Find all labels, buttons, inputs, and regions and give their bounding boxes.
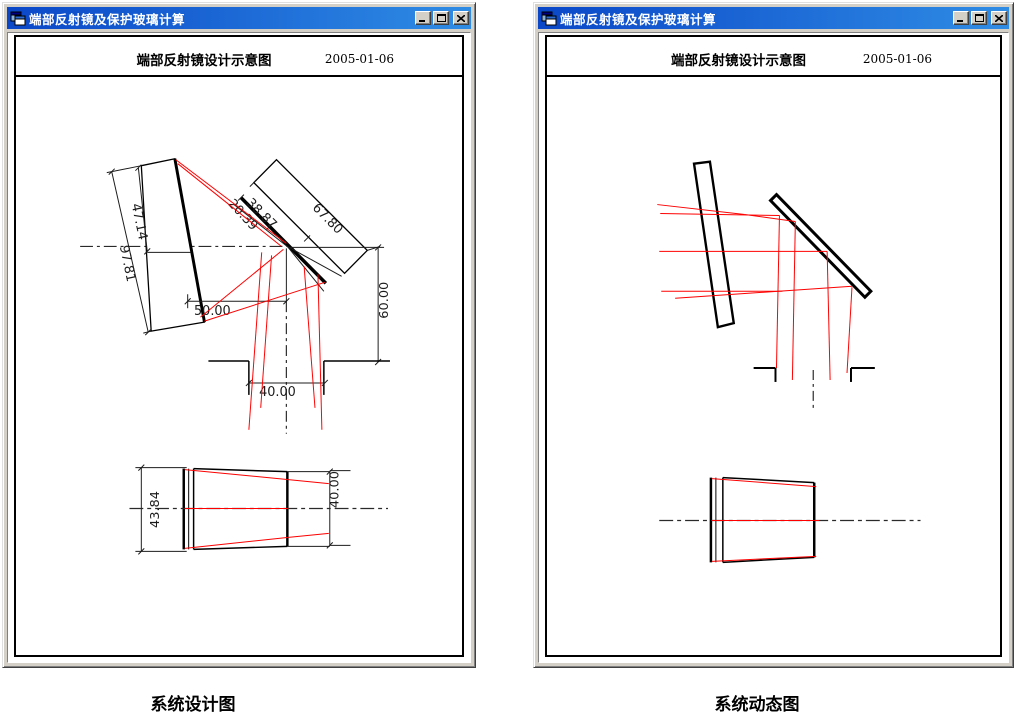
- maximize-button[interactable]: [433, 11, 449, 25]
- caption-system-dynamic: 系统动态图: [714, 695, 800, 715]
- drawing-date: 2005-01-06: [862, 52, 932, 66]
- light-rays: [657, 204, 853, 380]
- tube-profile: [659, 476, 921, 564]
- dim-50-00: 50.00: [194, 304, 231, 319]
- tube-profile: 43.84 40.00: [129, 464, 388, 555]
- forms-stack-icon: [10, 11, 26, 25]
- dim-40-00-tube: 40.00: [328, 471, 343, 508]
- forms-stack-icon: [541, 11, 557, 25]
- dim-47-14: 47.14: [128, 202, 150, 241]
- design-window-titlebar[interactable]: 端部反射镜及保护玻璃计算: [7, 7, 471, 29]
- window-title: 端部反射镜及保护玻璃计算: [29, 12, 186, 27]
- design-drawing: 97.81 47.14: [16, 77, 462, 655]
- minimize-icon: [419, 19, 425, 22]
- light-rays: [175, 159, 325, 430]
- minimize-button[interactable]: [953, 11, 969, 25]
- design-client-area: 端部反射镜设计示意图 2005-01-06: [7, 32, 471, 663]
- dim-60-00: 60.00: [377, 282, 392, 319]
- window-title: 端部反射镜及保护玻璃计算: [560, 12, 717, 27]
- dynamic-window: 端部反射镜及保护玻璃计算 端部反射镜设计示意图 2005-01-06: [533, 2, 1014, 668]
- dim-40-00-aperture: 40.00: [259, 385, 296, 400]
- end-mirror: 67.80 38.87 20.39: [225, 158, 381, 292]
- close-icon: [995, 14, 1003, 22]
- caption-system-design: 系统设计图: [150, 695, 236, 715]
- end-mirror: [768, 192, 873, 300]
- dimension-axis-height: 60.00: [290, 244, 392, 366]
- close-button[interactable]: [453, 11, 469, 25]
- protective-glass: [692, 160, 736, 329]
- drawing-frame: 端部反射镜设计示意图 2005-01-06: [14, 35, 464, 657]
- dynamic-drawing: [547, 77, 1000, 655]
- drawing-date: 2005-01-06: [324, 52, 394, 66]
- aperture: 40.00: [208, 360, 390, 400]
- drawing-frame: 端部反射镜设计示意图 2005-01-06: [545, 35, 1002, 657]
- maximize-icon: [436, 14, 446, 22]
- drawing-heading: 端部反射镜设计示意图: [136, 53, 272, 69]
- close-icon: [457, 14, 465, 22]
- dim-43-84: 43.84: [148, 491, 163, 528]
- drawing-header: 端部反射镜设计示意图 2005-01-06: [16, 37, 462, 77]
- drawing-header: 端部反射镜设计示意图 2005-01-06: [547, 37, 1000, 77]
- maximize-button[interactable]: [971, 11, 987, 25]
- aperture: [753, 366, 875, 412]
- dynamic-window-titlebar[interactable]: 端部反射镜及保护玻璃计算: [538, 7, 1009, 29]
- minimize-button[interactable]: [415, 11, 431, 25]
- dimension-mirror-length: 97.81: [106, 165, 152, 336]
- maximize-icon: [974, 14, 984, 22]
- close-button[interactable]: [991, 11, 1007, 25]
- minimize-icon: [957, 19, 963, 22]
- fold-mirror: [140, 157, 206, 332]
- dynamic-client-area: 端部反射镜设计示意图 2005-01-06: [538, 32, 1009, 663]
- dim-97-81: 97.81: [116, 244, 138, 283]
- dimension-mirror-half: 47.14: [128, 164, 191, 255]
- design-window: 端部反射镜及保护玻璃计算 端部反射镜设计示意图 2005-01-06: [2, 2, 476, 668]
- drawing-heading: 端部反射镜设计示意图: [671, 53, 806, 69]
